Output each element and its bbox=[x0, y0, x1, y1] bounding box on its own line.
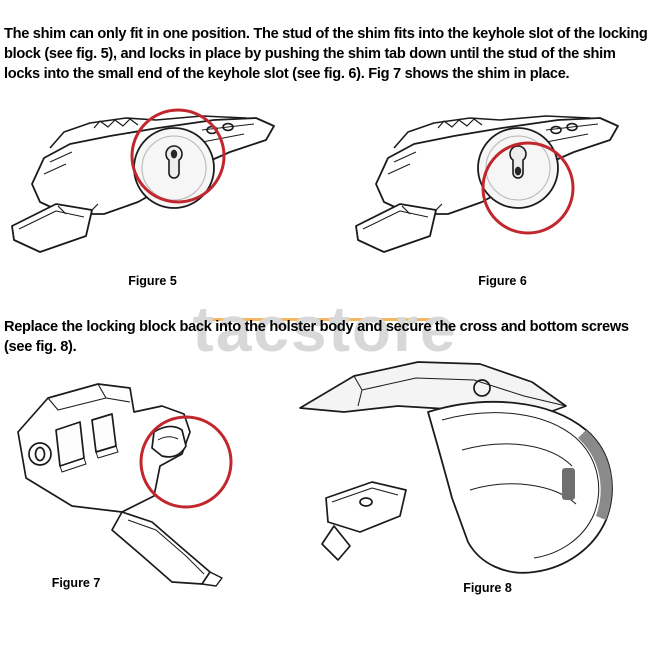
paragraph-reassembly-instructions: Replace the locking block back into the … bbox=[4, 319, 629, 355]
figure-6-caption: Figure 6 bbox=[478, 274, 527, 288]
shim-tab-icon bbox=[151, 425, 187, 458]
removed-locking-block-icon bbox=[325, 481, 407, 533]
figure-6-drawing bbox=[355, 115, 619, 253]
window-cutout-icon bbox=[55, 421, 85, 467]
fig7-highlight-circle bbox=[139, 415, 233, 509]
shim-stud-icon bbox=[514, 166, 522, 176]
boss-hole-icon bbox=[28, 442, 52, 466]
figure-8-caption: Figure 8 bbox=[463, 581, 512, 595]
figure-8-drawing bbox=[299, 361, 613, 574]
figure-7-caption: Figure 7 bbox=[51, 576, 101, 590]
fig5-highlight-circle bbox=[130, 108, 226, 204]
watermark-accent-bar bbox=[206, 318, 444, 321]
holster-shell-icon bbox=[427, 400, 613, 574]
figure-7-drawing bbox=[17, 383, 233, 587]
figure-5-drawing bbox=[11, 108, 275, 253]
keyhole-slot-icon bbox=[165, 145, 183, 179]
figure-5-caption: Figure 5 bbox=[128, 274, 177, 288]
fig6-highlight-circle bbox=[481, 141, 575, 235]
locking-block-side-view-icon bbox=[355, 115, 619, 253]
watermark-text: tacstore bbox=[192, 293, 458, 365]
window-cutout-icon bbox=[91, 413, 117, 453]
locking-block-angle-view-icon bbox=[17, 383, 223, 587]
locking-block-side-view-icon bbox=[11, 115, 275, 253]
keyhole-slot-icon bbox=[509, 145, 527, 179]
slot-detail-icon bbox=[562, 468, 575, 500]
paragraph-shim-instructions: The shim can only fit in one position. T… bbox=[4, 26, 648, 82]
shim-stud-icon bbox=[170, 149, 178, 159]
holster-body-icon bbox=[299, 361, 613, 574]
